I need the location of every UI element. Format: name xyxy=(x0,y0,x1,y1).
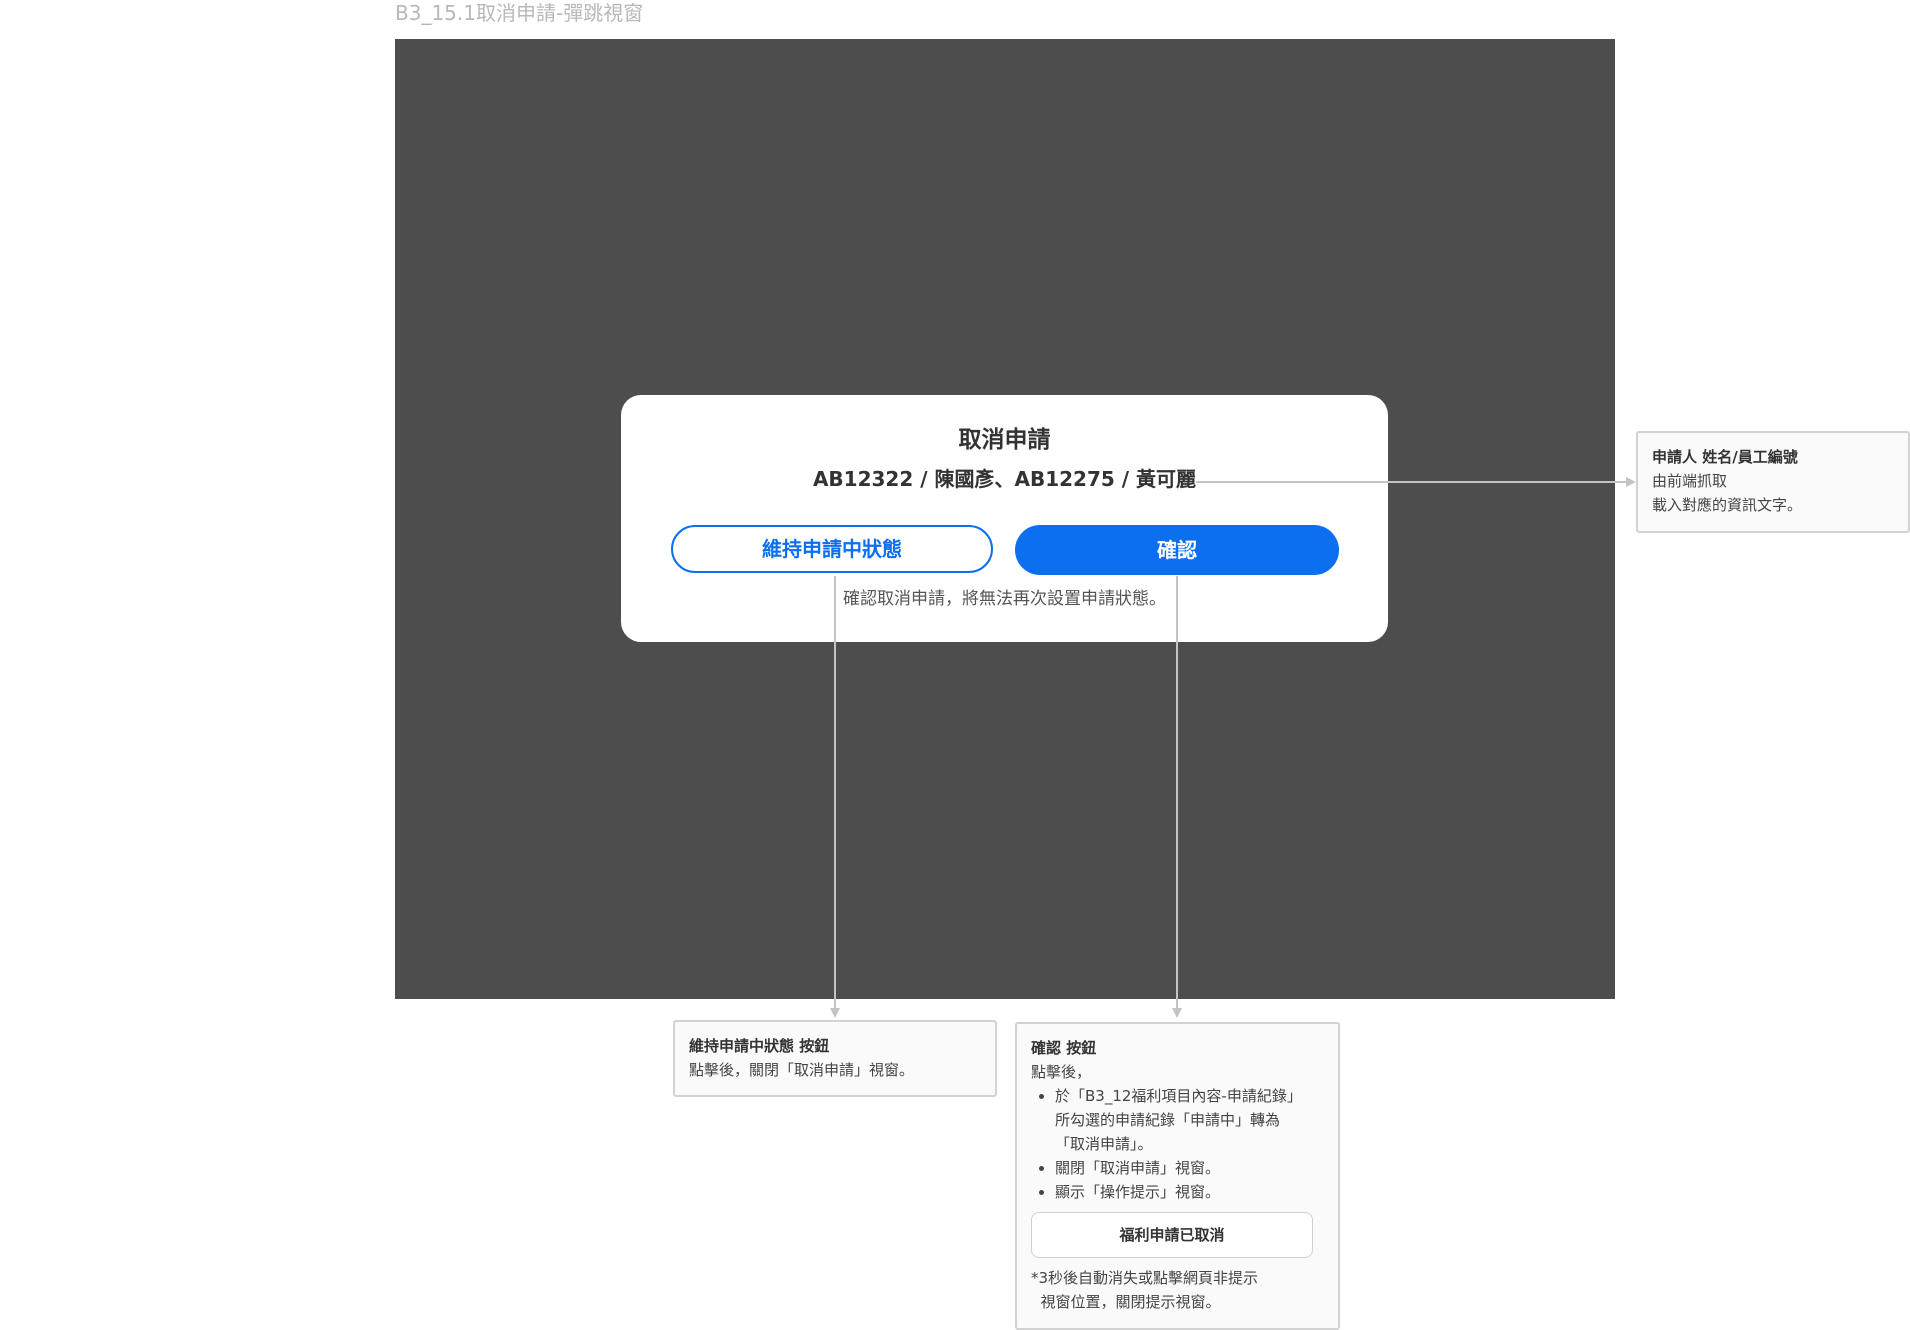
applicant-info: AB12322 / 陳國彥、AB12275 / 黃可麗 xyxy=(812,467,1197,491)
dialog-title: 取消申請 xyxy=(958,427,1051,453)
note-keep-title: 維持申請中狀態 按鈕 xyxy=(689,1037,830,1055)
note-applicant-line: 載入對應的資訊文字。 xyxy=(1652,496,1803,514)
frame-title: B3_15.1取消申請-彈跳視窗 xyxy=(395,1,644,25)
arrowhead-applicant xyxy=(1626,477,1636,487)
note-keep-button: 維持申請中狀態 按鈕 點擊後，關閉「取消申請」視窗。 xyxy=(673,1020,997,1097)
note-confirm-bullet: 於「B3_12福利項目內容-申請紀錄」 所勾選的申請紀錄「申請中」轉為 「取消申… xyxy=(1055,1084,1324,1156)
note-keep-line: 點擊後，關閉「取消申請」視窗。 xyxy=(689,1061,915,1079)
confirm-button[interactable]: 確認 xyxy=(1015,525,1339,575)
arrowhead-keep xyxy=(830,1008,840,1018)
arrowhead-confirm xyxy=(1172,1008,1182,1018)
note-applicant-line: 由前端抓取 xyxy=(1652,472,1728,490)
note-applicant-title: 申請人 姓名/員工編號 xyxy=(1652,448,1798,466)
note-confirm-bullet: 關閉「取消申請」視窗。 xyxy=(1055,1156,1324,1180)
note-confirm-intro: 點擊後， xyxy=(1031,1063,1092,1081)
note-confirm-button: 確認 按鈕 點擊後， 於「B3_12福利項目內容-申請紀錄」 所勾選的申請紀錄「… xyxy=(1015,1022,1340,1330)
note-confirm-list: 於「B3_12福利項目內容-申請紀錄」 所勾選的申請紀錄「申請中」轉為 「取消申… xyxy=(1031,1084,1324,1204)
note-confirm-footnote: *3秒後自動消失或點擊網頁非提示 xyxy=(1031,1269,1259,1287)
keep-pending-button[interactable]: 維持申請中狀態 xyxy=(671,525,993,573)
note-confirm-title: 確認 按鈕 xyxy=(1031,1039,1097,1057)
cancel-application-dialog: 取消申請 AB12322 / 陳國彥、AB12275 / 黃可麗 維持申請中狀態… xyxy=(621,395,1388,642)
toast-preview: 福利申請已取消 xyxy=(1031,1212,1313,1258)
note-applicant: 申請人 姓名/員工編號 由前端抓取 載入對應的資訊文字。 xyxy=(1636,431,1910,533)
note-confirm-bullet: 顯示「操作提示」視窗。 xyxy=(1055,1180,1324,1204)
dialog-hint: 確認取消申請，將無法再次設置申請狀態。 xyxy=(843,589,1166,609)
note-confirm-footnote: 視窗位置，關閉提示視窗。 xyxy=(1031,1293,1221,1311)
